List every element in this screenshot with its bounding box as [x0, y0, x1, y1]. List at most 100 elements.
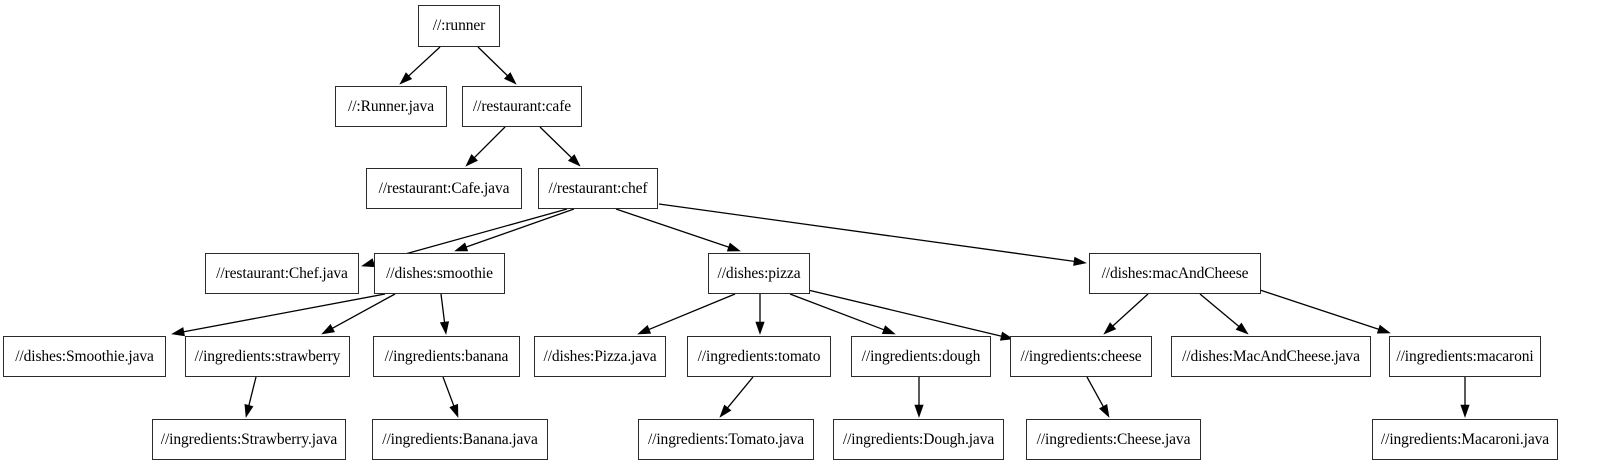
- edge-arrowhead-icon: [999, 331, 1014, 341]
- graph-node-restaurant_cafe_java[interactable]: //restaurant:Cafe.java: [366, 168, 522, 209]
- edge-line: [539, 126, 574, 160]
- graph-node-dishes_pizza_java[interactable]: //dishes:Pizza.java: [534, 336, 666, 377]
- graph-node-label: //ingredients:Tomato.java: [647, 430, 805, 448]
- edge-arrowhead-icon: [1103, 322, 1117, 335]
- graph-node-label: //dishes:Pizza.java: [543, 347, 657, 365]
- graph-node-label: //ingredients:strawberry: [194, 347, 341, 365]
- graph-node-label: //ingredients:macaroni: [1396, 347, 1534, 365]
- edge-line: [1199, 293, 1241, 329]
- graph-node-ing_cheese[interactable]: //ingredients:cheese: [1010, 336, 1152, 377]
- graph-edge: [171, 293, 386, 337]
- edge-arrowhead-icon: [244, 403, 254, 418]
- graph-node-ing_strawberry[interactable]: //ingredients:strawberry: [185, 336, 350, 377]
- graph-edge: [719, 376, 754, 418]
- edge-arrowhead-icon: [1460, 404, 1470, 418]
- graph-node-label: //ingredients:cheese: [1020, 347, 1142, 365]
- edge-line: [807, 289, 1004, 338]
- edge-line: [725, 376, 754, 410]
- graph-edge: [1103, 293, 1149, 335]
- edge-arrowhead-icon: [567, 154, 581, 167]
- graph-node-ing_macaroni[interactable]: //ingredients:macaroni: [1389, 336, 1541, 377]
- graph-node-label: //dishes:smoothie: [386, 264, 493, 282]
- edge-arrowhead-icon: [1073, 256, 1087, 266]
- edge-line: [615, 208, 731, 249]
- edge-arrowhead-icon: [914, 404, 924, 418]
- graph-node-label: //ingredients:Cheese.java: [1036, 430, 1191, 448]
- graph-edge: [789, 293, 896, 335]
- edge-line: [442, 376, 456, 408]
- edge-arrowhead-icon: [439, 321, 450, 335]
- edge-arrowhead-icon: [726, 242, 741, 252]
- graph-node-dishes_macandcheese_java[interactable]: //dishes:MacAndCheese.java: [1171, 336, 1371, 377]
- graph-node-restaurant_chef[interactable]: //restaurant:chef: [538, 168, 658, 209]
- edge-arrowhead-icon: [361, 258, 376, 268]
- graph-edge: [465, 126, 506, 167]
- graph-node-dishes_smoothie[interactable]: //dishes:smoothie: [374, 253, 505, 294]
- graph-node-dishes_macandcheese[interactable]: //dishes:macAndCheese: [1089, 253, 1261, 294]
- graph-node-dishes_smoothie_java[interactable]: //dishes:Smoothie.java: [3, 336, 166, 377]
- graph-node-ing_cheese_java[interactable]: //ingredients:Cheese.java: [1026, 419, 1201, 460]
- edge-line: [1086, 376, 1105, 409]
- graph-node-label: //ingredients:dough: [861, 347, 981, 365]
- graph-node-label: //ingredients:Strawberry.java: [160, 430, 338, 448]
- graph-node-ing_dough[interactable]: //ingredients:dough: [851, 336, 991, 377]
- graph-node-dishes_pizza[interactable]: //dishes:pizza: [708, 253, 810, 294]
- graph-node-label: //dishes:pizza: [717, 264, 801, 282]
- graph-node-label: //ingredients:banana: [384, 347, 509, 365]
- edge-line: [658, 203, 1077, 263]
- edge-arrowhead-icon: [449, 403, 459, 418]
- edge-arrowhead-icon: [637, 325, 652, 335]
- graph-node-label: //dishes:macAndCheese: [1101, 264, 1249, 282]
- graph-node-ing_tomato_java[interactable]: //ingredients:Tomato.java: [638, 419, 814, 460]
- graph-edge: [454, 208, 575, 252]
- graph-edge: [615, 208, 741, 252]
- edge-arrowhead-icon: [1235, 322, 1249, 335]
- graph-node-runner[interactable]: //:runner: [418, 5, 500, 47]
- graph-node-label: //ingredients:Dough.java: [842, 430, 995, 448]
- graph-node-ing_dough_java[interactable]: //ingredients:Dough.java: [833, 419, 1004, 460]
- edge-line: [1259, 289, 1381, 331]
- graph-node-label: //ingredients:tomato: [697, 347, 821, 365]
- graph-node-ing_banana_java[interactable]: //ingredients:Banana.java: [372, 419, 548, 460]
- edge-line: [406, 46, 441, 78]
- graph-edge: [755, 294, 765, 335]
- edge-line: [330, 293, 396, 330]
- graph-edge: [914, 377, 924, 418]
- graph-node-restaurant_cafe[interactable]: //restaurant:cafe: [462, 86, 582, 127]
- graph-edge: [658, 203, 1087, 266]
- edge-arrowhead-icon: [454, 242, 469, 252]
- graph-node-ing_tomato[interactable]: //ingredients:tomato: [687, 336, 831, 377]
- graph-edge: [807, 289, 1014, 341]
- graph-edge: [1199, 293, 1249, 335]
- graph-node-ing_banana[interactable]: //ingredients:banana: [373, 336, 520, 377]
- edge-arrowhead-icon: [755, 321, 765, 335]
- graph-edge: [442, 376, 459, 418]
- graph-edge: [244, 376, 257, 418]
- edge-line: [477, 46, 510, 78]
- graph-node-runner_java[interactable]: //:Runner.java: [335, 86, 447, 127]
- edge-arrowhead-icon: [171, 327, 185, 337]
- graph-node-label: //restaurant:chef: [548, 179, 648, 197]
- graph-node-label: //dishes:MacAndCheese.java: [1182, 347, 1360, 365]
- edge-arrowhead-icon: [719, 404, 732, 418]
- graph-edge: [637, 293, 736, 335]
- graph-node-label: //restaurant:Cafe.java: [378, 179, 510, 197]
- graph-node-label: //ingredients:Banana.java: [382, 430, 538, 448]
- edge-line: [789, 293, 886, 332]
- edge-line: [181, 293, 386, 333]
- edge-arrowhead-icon: [1099, 403, 1110, 418]
- graph-edge: [321, 293, 396, 335]
- graph-node-ing_macaroni_java[interactable]: //ingredients:Macaroni.java: [1372, 419, 1558, 460]
- graph-node-label: //:runner: [432, 17, 486, 35]
- graph-node-label: //ingredients:Macaroni.java: [1380, 430, 1550, 448]
- graph-node-restaurant_chef_java[interactable]: //restaurant:Chef.java: [205, 253, 359, 294]
- graph-node-label: //:Runner.java: [348, 97, 434, 115]
- edge-arrowhead-icon: [1376, 324, 1391, 334]
- graph-edge: [399, 46, 441, 85]
- graph-node-ing_strawberry_java[interactable]: //ingredients:Strawberry.java: [152, 419, 346, 460]
- graph-node-label: //dishes:Smoothie.java: [15, 347, 154, 365]
- graph-node-label: //restaurant:Chef.java: [216, 264, 348, 282]
- graph-edge: [1460, 377, 1470, 418]
